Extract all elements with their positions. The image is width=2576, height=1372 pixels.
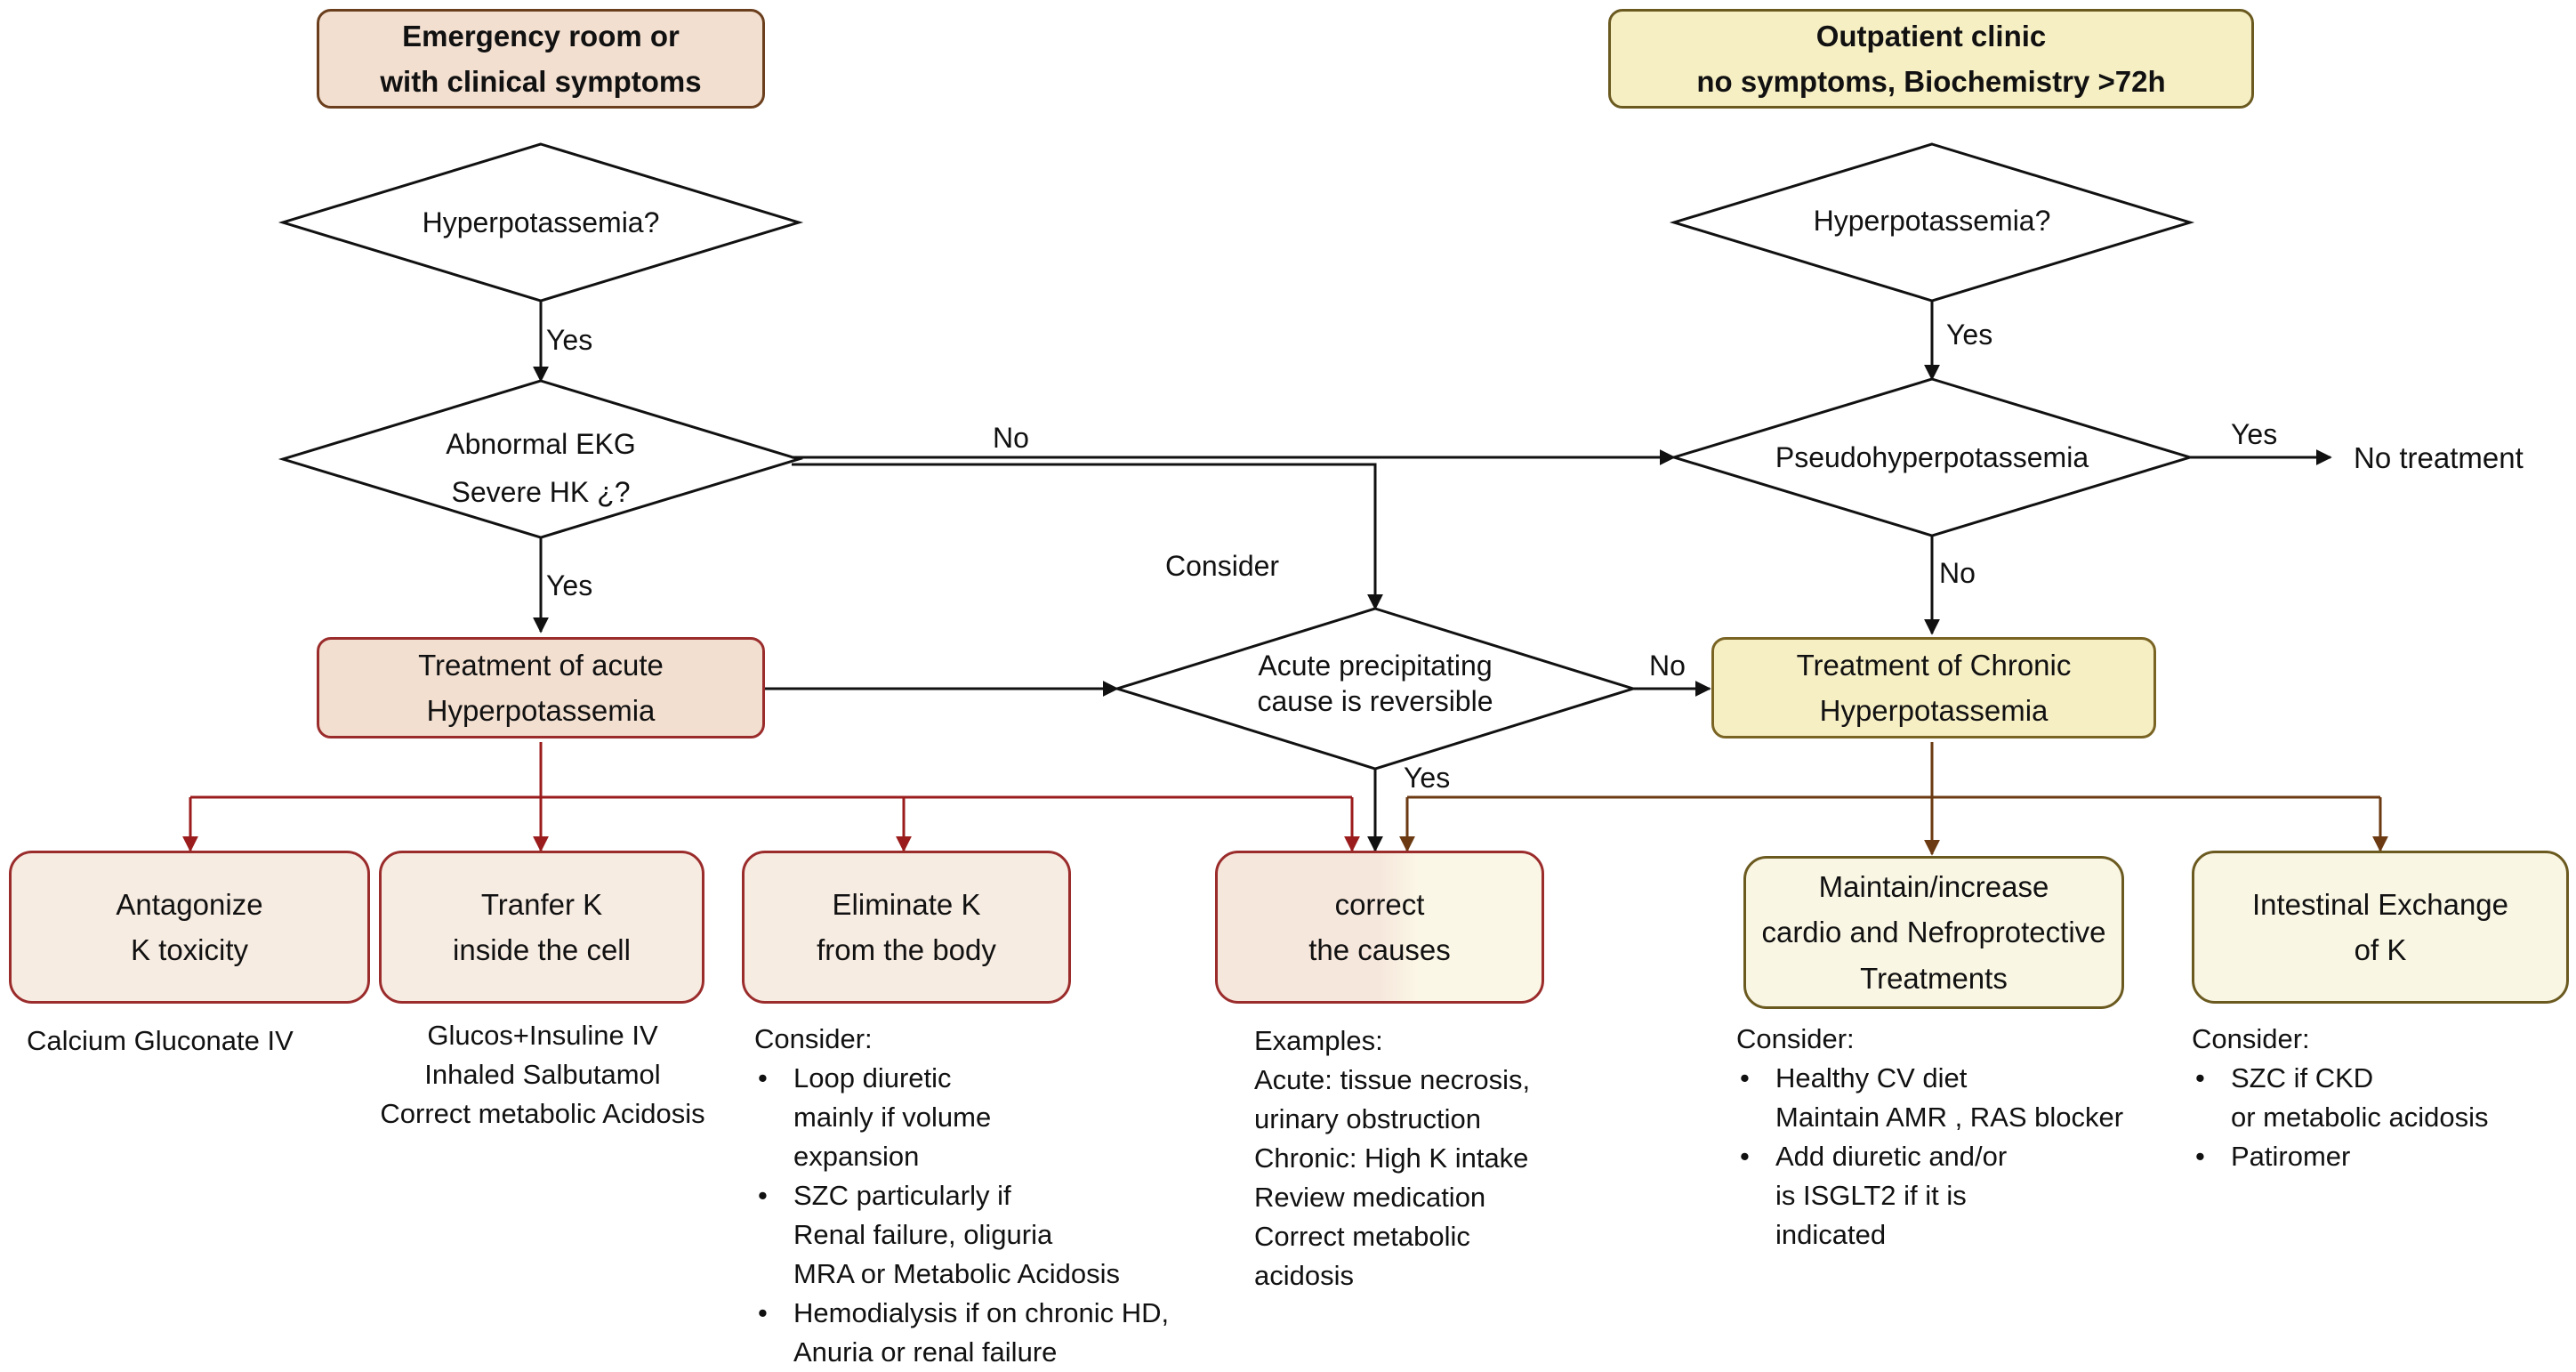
action-eliminate-box: Eliminate K from the body: [742, 851, 1071, 1004]
list-item: Loop diuretic mainly if volume expansion: [754, 1059, 1169, 1176]
antagonize-line-2: K toxicity: [130, 933, 249, 966]
decision-abnormal-ekg-text: Abnormal EKG Severe HK ¿?: [363, 420, 719, 516]
treatment-acute-line-2: Hyperpotassemia: [426, 694, 656, 727]
acute-cause-line-2: cause is reversible: [1257, 685, 1493, 717]
edge-label-yes-5: Yes: [1404, 762, 1451, 794]
edge-label-no-3: No: [1649, 650, 1686, 682]
detail-maintain-item-1-line-1: Healthy CV diet: [1775, 1062, 1968, 1094]
detail-intestinal-item-1-line-1: SZC if CKD: [2231, 1062, 2374, 1094]
edge-label-consider: Consider: [1165, 550, 1280, 582]
transfer-line-2: inside the cell: [453, 933, 631, 966]
detail-maintain: Consider: Healthy CV diet Maintain AMR ,…: [1736, 1020, 2123, 1255]
list-item: Add diuretic and/or is ISGLT2 if it is i…: [1736, 1137, 2123, 1255]
detail-maintain-item-2-line-2: is ISGLT2 if it is: [1775, 1180, 1967, 1211]
action-maintain-box: Maintain/increase cardio and Nefroprotec…: [1743, 856, 2124, 1009]
edge-label-yes-1: Yes: [546, 324, 593, 356]
detail-transfer-line-3: Correct metabolic Acidosis: [380, 1098, 705, 1129]
detail-transfer-line-2: Inhaled Salbutamol: [424, 1059, 661, 1090]
intestinal-line-1: Intestinal Exchange: [2251, 887, 2509, 921]
abnormal-line-1: Abnormal EKG: [446, 428, 636, 460]
no-treatment-label: No treatment: [2354, 441, 2524, 474]
header-emergency-room: Emergency room or with clinical symptoms: [317, 9, 765, 109]
detail-maintain-item-2-line-3: indicated: [1775, 1219, 1887, 1250]
action-correct-box: correct the causes: [1215, 851, 1544, 1004]
header-right-line-2: no symptoms, Biochemistry >72h: [1696, 65, 2166, 98]
treatment-chronic-box: Treatment of Chronic Hyperpotassemia: [1711, 637, 2156, 738]
detail-intestinal-item-2-line-1: Patiromer: [2231, 1141, 2351, 1172]
maintain-line-1: Maintain/increase: [1818, 870, 2049, 904]
list-item: SZC particularly if Renal failure, oligu…: [754, 1176, 1169, 1294]
detail-antagonize: Calcium Gluconate IV: [27, 1025, 294, 1056]
action-transfer-box: Tranfer K inside the cell: [379, 851, 704, 1004]
edge-label-yes-4: Yes: [2231, 418, 2278, 450]
detail-maintain-heading: Consider:: [1736, 1023, 1855, 1054]
list-item: Hemodialysis if on chronic HD, Anuria or…: [754, 1294, 1169, 1372]
maintain-line-2: cardio and Nefroprotective: [1761, 916, 2106, 949]
edge-label-yes-2: Yes: [546, 569, 593, 601]
detail-correct-line-4: Review medication: [1254, 1182, 1486, 1213]
edge-label-yes-3: Yes: [1946, 319, 1993, 351]
decision-right-hyper-text: Hyperpotassemia?: [1813, 205, 2051, 237]
correct-line-2: the causes: [1308, 933, 1451, 966]
detail-intestinal: Consider: SZC if CKD or metabolic acidos…: [2192, 1020, 2488, 1176]
detail-eliminate: Consider: Loop diuretic mainly if volume…: [754, 1020, 1169, 1372]
detail-eliminate-item-3-line-2: Anuria or renal failure: [793, 1336, 1058, 1368]
detail-correct-line-3: Chronic: High K intake: [1254, 1142, 1529, 1174]
transfer-line-1: Tranfer K: [480, 887, 603, 921]
header-outpatient-clinic: Outpatient clinic no symptoms, Biochemis…: [1608, 9, 2254, 109]
detail-eliminate-item-1-line-3: expansion: [793, 1141, 920, 1172]
treatment-acute-box: Treatment of acute Hyperpotassemia: [317, 637, 765, 738]
detail-correct-line-1: Acute: tissue necrosis,: [1254, 1064, 1531, 1095]
detail-maintain-item-1-line-2: Maintain AMR , RAS blocker: [1775, 1102, 2124, 1133]
detail-eliminate-item-2-line-1: SZC particularly if: [793, 1180, 1011, 1211]
antagonize-line-1: Antagonize: [116, 887, 263, 921]
header-left-line-1: Emergency room or: [402, 19, 680, 52]
detail-correct: Examples: Acute: tissue necrosis, urinar…: [1254, 1021, 1530, 1295]
edge-label-no-2: No: [1939, 557, 1976, 589]
detail-eliminate-item-3-line-1: Hemodialysis if on chronic HD,: [793, 1297, 1170, 1328]
acute-cause-line-1: Acute precipitating: [1258, 650, 1493, 682]
treatment-chronic-line-1: Treatment of Chronic: [1796, 648, 2072, 682]
arrow-abnormal-consider-to-acute-cause: [792, 463, 1383, 610]
decision-pseudo-text: Pseudohyperpotassemia: [1775, 441, 2089, 473]
header-left-line-2: with clinical symptoms: [380, 65, 702, 98]
eliminate-line-2: from the body: [817, 933, 996, 966]
action-intestinal-box: Intestinal Exchange of K: [2192, 851, 2569, 1004]
list-item: Healthy CV diet Maintain AMR , RAS block…: [1736, 1059, 2123, 1137]
intestinal-line-2: of K: [2354, 933, 2407, 966]
decision-left-hyper-text: Hyperpotassemia?: [422, 206, 660, 238]
list-item: Patiromer: [2192, 1137, 2488, 1176]
detail-maintain-list: Healthy CV diet Maintain AMR , RAS block…: [1736, 1059, 2123, 1255]
detail-intestinal-list: SZC if CKD or metabolic acidosis Patirom…: [2192, 1059, 2488, 1176]
detail-eliminate-item-2-line-2: Renal failure, oliguria: [793, 1219, 1053, 1250]
treatment-chronic-line-2: Hyperpotassemia: [1819, 694, 2049, 727]
correct-line-1: correct: [1334, 887, 1425, 921]
action-antagonize-box: Antagonize K toxicity: [9, 851, 370, 1004]
header-right-line-1: Outpatient clinic: [1815, 19, 2047, 52]
detail-maintain-item-2-line-1: Add diuretic and/or: [1775, 1141, 2008, 1172]
treatment-acute-line-1: Treatment of acute: [418, 648, 664, 682]
detail-intestinal-heading: Consider:: [2192, 1023, 2310, 1054]
detail-intestinal-item-1-line-2: or metabolic acidosis: [2231, 1102, 2489, 1133]
detail-correct-line-6: acidosis: [1254, 1260, 1354, 1291]
eliminate-line-1: Eliminate K: [832, 887, 981, 921]
detail-eliminate-item-2-line-3: MRA or Metabolic Acidosis: [793, 1258, 1120, 1289]
detail-correct-line-2: urinary obstruction: [1254, 1103, 1482, 1134]
detail-eliminate-heading: Consider:: [754, 1023, 873, 1054]
detail-correct-line-5: Correct metabolic: [1254, 1221, 1470, 1252]
list-item: SZC if CKD or metabolic acidosis: [2192, 1059, 2488, 1137]
maintain-line-3: Treatments: [1860, 961, 2008, 995]
detail-eliminate-item-1-line-1: Loop diuretic: [793, 1062, 952, 1094]
abnormal-line-2: Severe HK ¿?: [451, 476, 631, 508]
detail-eliminate-item-1-line-2: mainly if volume: [793, 1102, 992, 1133]
decision-acute-cause-text: Acute precipitating cause is reversible: [1197, 648, 1553, 719]
detail-transfer: Glucos+Insuline IV Inhaled Salbutamol Co…: [338, 1016, 747, 1134]
detail-eliminate-list: Loop diuretic mainly if volume expansion…: [754, 1059, 1169, 1372]
edge-label-no-1: No: [993, 422, 1029, 454]
detail-correct-heading: Examples:: [1254, 1025, 1383, 1056]
detail-transfer-line-1: Glucos+Insuline IV: [427, 1020, 658, 1051]
